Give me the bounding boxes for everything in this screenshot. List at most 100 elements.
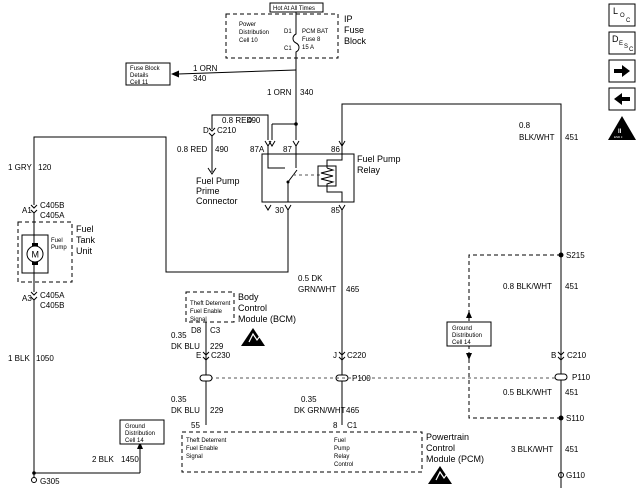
motor-brush-top	[32, 243, 38, 246]
pcm-relay-ctrl-2: Pump	[334, 446, 350, 452]
desc-letter-e: E	[619, 41, 623, 47]
wire-229-bcm-b: 229	[210, 406, 224, 415]
connector-c230-label: C230	[211, 351, 231, 360]
fuse-block-details-3: Cell 11	[130, 80, 149, 86]
wire-05blkwht: 0.5 BLK/WHT	[503, 388, 552, 397]
wire-08red-a: 0.8 RED	[222, 116, 252, 125]
fuel-pump-box	[21, 234, 49, 274]
power-distribution-ref-2: Distribution	[239, 30, 269, 36]
ground-g305	[31, 477, 37, 483]
relay-label-1: Fuel Pump	[357, 154, 401, 164]
pass-thru-p110	[554, 373, 568, 381]
esd-icon-text: II	[618, 129, 622, 135]
bcm-label-2: Control	[238, 303, 267, 313]
wire-relay30-tank	[33, 136, 289, 273]
fuse-c1-pin: C1	[284, 46, 292, 52]
fuel-pump-label-2: Pump	[51, 245, 67, 251]
wire-451-b: 451	[565, 282, 579, 291]
wire-3blkwht: 3 BLK/WHT	[511, 445, 553, 454]
relay-pin-86: 86	[331, 145, 340, 154]
pcm-esd-icon	[428, 466, 452, 484]
connector-a1-label: A1	[22, 206, 32, 215]
ground-g110	[558, 472, 564, 478]
ip-fuse-block-label-3: Block	[344, 36, 367, 46]
relay-switch-contacts	[267, 146, 298, 202]
connector-c405-top	[30, 204, 38, 214]
wire-451-color: BLK/WHT	[519, 133, 555, 142]
bcm-signal-3: Signal	[190, 317, 207, 323]
esd-warning-icon	[608, 116, 636, 140]
wire-490-a: 490	[247, 116, 261, 125]
location-button[interactable]: L O C	[608, 3, 636, 27]
fuse-info-2: Fuse 8	[302, 37, 321, 43]
motor-letter: M	[32, 250, 40, 260]
gd-right-3: Cell 14	[452, 340, 471, 346]
wire-451-top	[341, 103, 562, 488]
connector-d-label: D	[203, 126, 209, 135]
fuel-pump-relay-outline	[261, 153, 355, 203]
splice-g305	[32, 471, 36, 475]
fuse-info-3: 15 A	[302, 45, 314, 51]
wire-dkgrnwht: DK GRN/WHT	[294, 406, 346, 415]
fuse-block-details-box[interactable]	[125, 62, 171, 86]
bcm-label-1: Body	[238, 292, 259, 302]
bcm-signal-2: Fuel Enable	[190, 309, 223, 315]
connector-c405-bottom	[30, 291, 38, 301]
wire-1orn-b: 1 ORN	[267, 88, 292, 97]
tank-unit-label-1: Fuel	[76, 224, 94, 234]
ground-dist-dash-loop	[468, 254, 561, 419]
connector-c220-label: C220	[347, 351, 367, 360]
wire-1450-label: 1450	[121, 455, 139, 464]
wire-229-bcm: 229	[210, 342, 224, 351]
splice-dot-87	[294, 122, 298, 126]
pcm-pin-55: 55	[191, 421, 200, 430]
connector-e-label: E	[196, 351, 201, 360]
wire-08red-b: 0.8 RED	[177, 145, 207, 154]
connector-c210-right-label: C210	[567, 351, 587, 360]
connector-j-label: J	[333, 351, 337, 360]
wire-451-num: 451	[565, 133, 579, 142]
arrow-left-icon	[614, 93, 630, 105]
relay-contact-pivot	[286, 180, 290, 184]
fuel-tank-unit-outline	[17, 221, 73, 283]
connector-b-label: B	[551, 351, 556, 360]
fuse-block-details-2: Details	[130, 73, 148, 79]
wire-dkblu-bcm-b: DK BLU	[171, 406, 200, 415]
fuel-pump-label-1: Fuel	[51, 238, 63, 244]
description-button[interactable]: D E S C	[608, 31, 636, 55]
hot-at-all-times-label: Hot At All Times	[273, 6, 315, 12]
fuse-block-details-1: Fuse Block	[130, 66, 161, 72]
wire-451-size: 0.8	[519, 121, 531, 130]
splice-s110-label: S110	[566, 414, 585, 423]
pass-thru-p110-label: P110	[572, 373, 591, 382]
connector-c210-right	[557, 351, 565, 361]
wire-05dk: 0.5 DK	[298, 274, 323, 283]
ground-distribution-box-right[interactable]	[446, 321, 492, 347]
ip-fuse-block-outline	[225, 13, 339, 59]
wire-465: 465	[346, 285, 360, 294]
power-distribution-ref-1: Power	[239, 22, 256, 28]
next-page-button[interactable]	[608, 59, 636, 83]
wire-451-c: 451	[565, 388, 579, 397]
previous-page-button[interactable]	[608, 87, 636, 111]
wire-08blkwht-b: 0.8 BLK/WHT	[503, 282, 552, 291]
esd-info-button[interactable]: II ESD ii	[608, 116, 636, 140]
power-distribution-ref-3: Cell 10	[239, 38, 258, 44]
loc-letter-c: C	[626, 18, 631, 24]
ground-distribution-box-left[interactable]	[119, 419, 165, 445]
ip-fuse-block-label-1: IP	[344, 14, 353, 24]
connector-c220-symbol	[338, 351, 346, 361]
wire-120: 120	[38, 163, 52, 172]
gd-left-2: Distribution	[125, 431, 155, 437]
ip-fuse-block-label-2: Fuse	[344, 25, 364, 35]
relay-coil-body	[317, 165, 337, 187]
connector-c210-symbol	[208, 127, 216, 137]
pcm-outline	[181, 431, 423, 473]
prime-connector-arrow	[207, 167, 217, 175]
relay-pin-85: 85	[331, 206, 340, 215]
gd-right-2: Distribution	[452, 333, 482, 339]
pcm-signal-2: Fuel Enable	[186, 446, 219, 452]
wire-grnwht: GRN/WHT	[298, 285, 336, 294]
wire-490-loop	[211, 114, 269, 140]
